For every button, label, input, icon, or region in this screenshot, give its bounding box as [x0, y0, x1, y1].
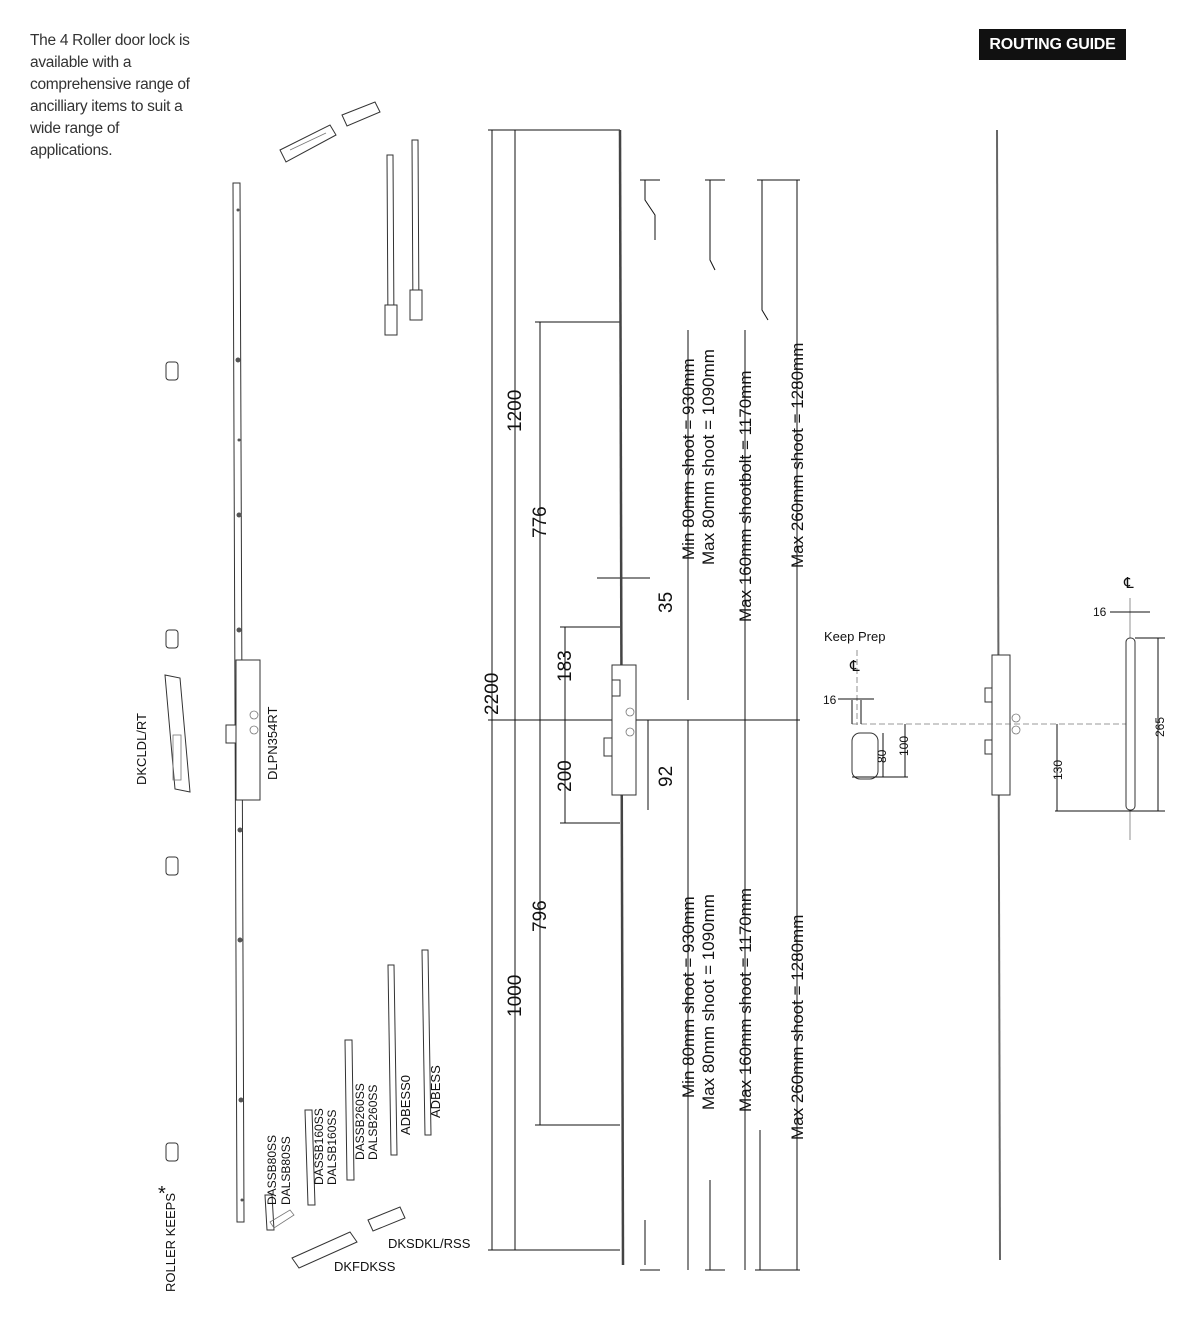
routing-guide-badge: ROUTING GUIDE	[979, 29, 1126, 60]
part-label: ADBESS0	[398, 1075, 413, 1135]
keep-prep-title: Keep Prep	[824, 629, 885, 644]
shoot-note-bottom: Max 260mm shoot = 1280mm	[788, 915, 807, 1140]
part-label: DKFDKSS	[334, 1259, 396, 1274]
dim-lower: 1000	[505, 975, 526, 1017]
roller-keeps-label: ROLLER KEEPS	[163, 1193, 178, 1292]
keep-prep-width: 16	[823, 693, 837, 707]
keep-prep-offset: 100	[897, 736, 911, 756]
shoot-note-top: Max 80mm shoot = 1090mm	[699, 349, 718, 565]
routing-length: 265	[1153, 717, 1167, 737]
dim-upper-hook: 183	[555, 650, 576, 682]
dim-centres: 92	[656, 766, 677, 787]
keep-prep-detail: Keep Prep ℄ 16 80 100 ℄ 16 130 265	[823, 129, 1167, 1261]
adbess0-extension	[387, 964, 398, 1156]
part-label: DALSB260SS	[366, 1085, 380, 1160]
intro-text: The 4 Roller door lock is available with…	[30, 32, 190, 159]
dimension-elevation: 2200 1200 1000 776 796 183 200 35 92 Min…	[482, 129, 807, 1271]
keep-prep-centreline: ℄	[849, 658, 860, 675]
part-label: DASSB160SS	[312, 1108, 326, 1185]
bottom-shootbolt-260	[344, 1039, 355, 1181]
dim-backset: 35	[656, 592, 677, 613]
shoot-note-bottom: Min 80mm shoot = 930mm	[679, 896, 698, 1098]
adbess-extension	[421, 949, 432, 1136]
part-label: ADBESS	[428, 1065, 443, 1118]
top-shootbolt-2-head	[409, 289, 423, 321]
bottom-shootbolt-160	[304, 1109, 316, 1206]
top-shootbolt-1-head	[384, 304, 398, 336]
dim-upper-roller: 776	[530, 506, 551, 538]
dim-upper: 1200	[505, 390, 526, 432]
dim-overall: 2200	[482, 673, 503, 715]
lock-body-code-label: DLPN354RT	[265, 706, 280, 780]
part-label: DKSDKL/RSS	[388, 1236, 471, 1251]
dksdkl-keep	[367, 1206, 406, 1232]
routing-centreline: ℄	[1123, 575, 1134, 592]
shoot-note-bottom: Max 80mm shoot = 1090mm	[699, 894, 718, 1110]
top-flush-keep	[279, 101, 381, 163]
shoot-note-top: Max 260mm shoot = 1280mm	[788, 343, 807, 568]
part-label: DALSB160SS	[325, 1110, 339, 1185]
part-label: DASSB260SS	[353, 1083, 367, 1160]
dkfdkss-keep	[291, 1231, 358, 1269]
shoot-note-bottom: Max 160mm shoot = 1170mm	[736, 888, 755, 1112]
routing-offset: 130	[1051, 760, 1065, 780]
roller-keeps-asterisk: *	[158, 1183, 166, 1205]
centre-keep	[164, 674, 191, 793]
shoot-note-top: Max 160mm shootbolt = 1170mm	[736, 371, 755, 623]
keep-code-label: DKCLDL/RT	[134, 713, 149, 785]
gearbox	[235, 659, 261, 801]
shoot-note-top: Min 80mm shoot = 930mm	[679, 358, 698, 560]
routing-width: 16	[1093, 605, 1107, 619]
part-label: DASSB80SS	[265, 1135, 279, 1205]
roller-keeps	[165, 361, 179, 1162]
exploded-parts-view: ROLLER KEEPS * DKCLDL/RT DLPN354RT DASSB…	[134, 101, 471, 1292]
dim-lower-hook: 200	[555, 760, 576, 792]
keep-prep-height: 80	[875, 749, 889, 763]
top-shootbolt-1	[386, 154, 395, 331]
dim-lower-roller: 796	[530, 900, 551, 932]
part-label: DALSB80SS	[279, 1136, 293, 1205]
